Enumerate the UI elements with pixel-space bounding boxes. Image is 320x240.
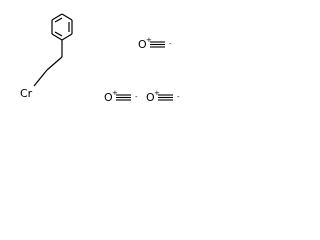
carbonyl-3-oxygen-charge: + [154,89,160,97]
carbonyl-1-oxygen-charge: + [146,36,152,44]
ring-bond [51,13,63,21]
carbonyl-3: O + - [146,89,180,104]
carbonyl-1-oxygen: O [138,38,147,51]
cr-connector-bond [33,69,48,87]
carbonyl-1: O + - [138,36,172,51]
carbonyl-1-carbon-charge: - [169,40,172,48]
ring-double-bond [54,31,63,37]
benzene-ring [51,13,73,41]
benzyl-chain [46,40,63,71]
cr-atom-label: Cr [20,87,33,100]
carbonyl-2: O + - [104,89,138,104]
carbonyl-2-carbon-charge: - [135,93,138,101]
carbonyl-2-oxygen-charge: + [112,89,118,97]
carbonyl-3-carbon-charge: - [177,93,180,101]
molecule-canvas: Cr O + - O + - O + - [0,0,202,132]
ch2-to-cr-bond [46,56,63,71]
molecule-drawing: Cr O + - O + - O + - [20,13,180,104]
carbonyl-2-oxygen: O [104,91,113,104]
ring-bond [61,13,73,21]
ring-bond [61,33,73,41]
ring-double-bond [54,17,63,23]
carbonyl-3-oxygen: O [146,91,155,104]
ring-bond [51,33,63,41]
